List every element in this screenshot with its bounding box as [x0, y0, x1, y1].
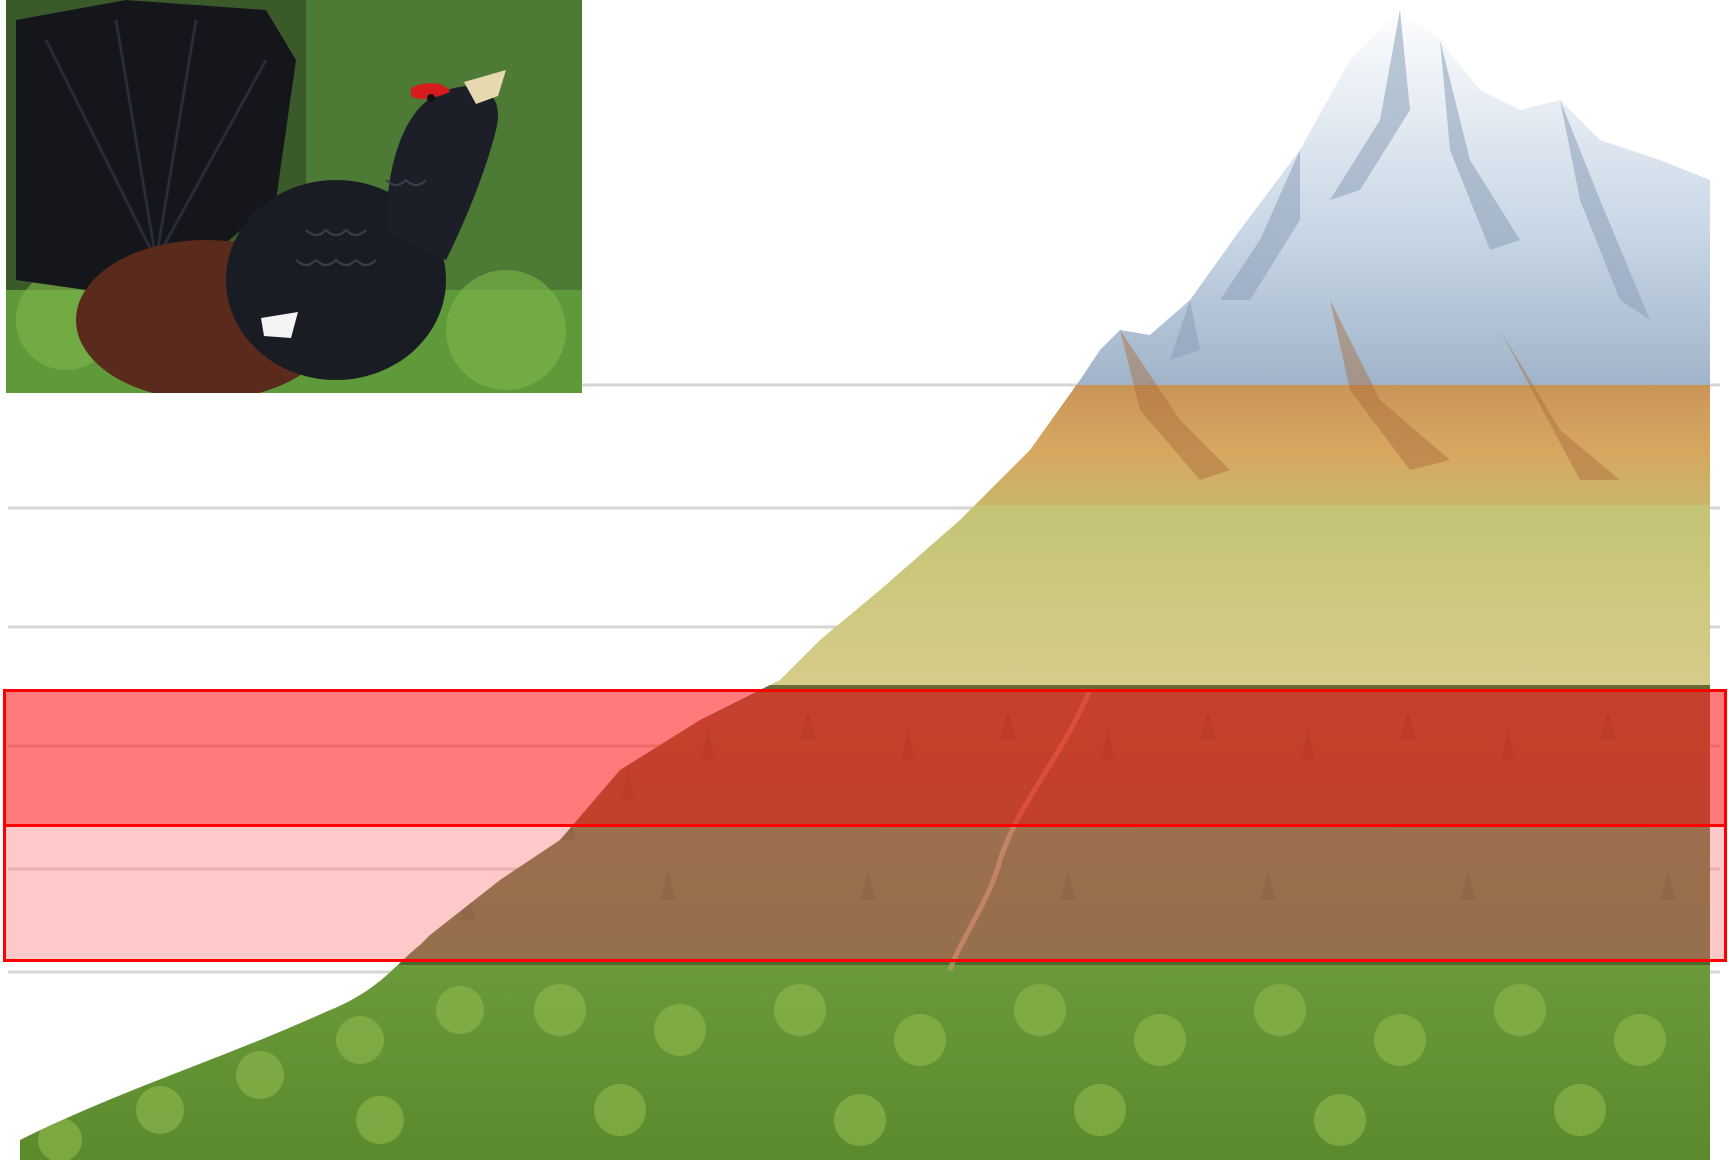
subalpine-grass-zone: [20, 505, 1710, 690]
lower-conifer-band: [3, 824, 1727, 962]
rock-ridges: [1170, 10, 1650, 360]
upper-conifer-band: [3, 689, 1727, 827]
bird-photo-icon: [6, 0, 582, 393]
deciduous-trees: [38, 984, 1666, 1160]
alpine-ridges: [1120, 300, 1620, 480]
alpine-meadow-zone: [20, 385, 1710, 515]
capercaillie-photo: [6, 0, 582, 393]
